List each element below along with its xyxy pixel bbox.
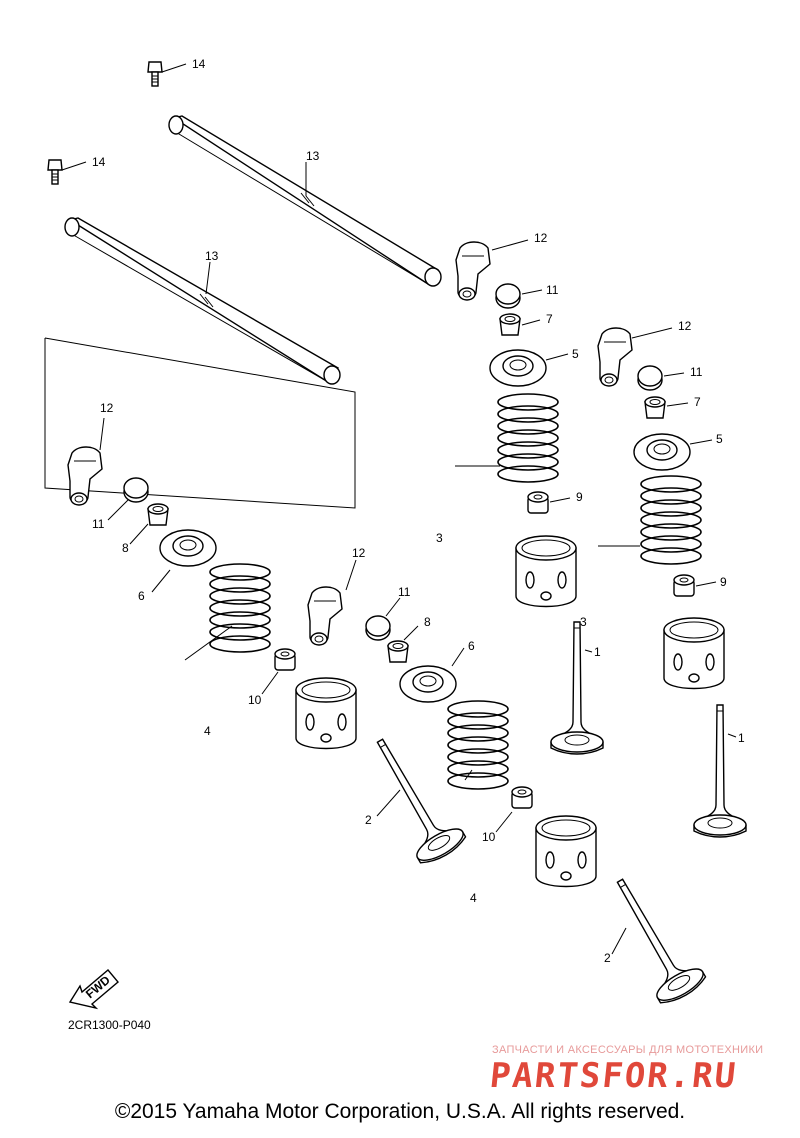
label-12-a: 12 xyxy=(534,231,548,245)
label-13-upper: 13 xyxy=(306,149,320,163)
watermark-tagline: ЗАПЧАСТИ И АКСЕССУАРЫ ДЛЯ МОТОТЕХНИКИ xyxy=(492,1044,764,1056)
diagram-code: 2CR1300-P040 xyxy=(68,1018,151,1032)
exhaust-valve-2 xyxy=(596,867,710,1009)
fwd-arrow-icon: FWD xyxy=(68,969,119,1010)
label-14-lower: 14 xyxy=(92,155,106,169)
label-11-b: 11 xyxy=(690,365,703,379)
valve-cotter-3 xyxy=(147,503,169,526)
label-10-b: 10 xyxy=(482,830,496,844)
label-5-a: 5 xyxy=(572,347,579,361)
label-11-c: 11 xyxy=(92,517,105,531)
camshaft-lower xyxy=(64,217,341,385)
label-7-a: 7 xyxy=(546,312,553,326)
valve-cotter-4 xyxy=(387,640,409,663)
label-9-b: 9 xyxy=(720,575,727,589)
label-10-a: 10 xyxy=(248,693,262,707)
camshaft-upper xyxy=(168,115,442,287)
watermark-logo: PARTSFOR.RU xyxy=(487,1056,740,1096)
label-7-b: 7 xyxy=(694,395,701,409)
label-12-d: 12 xyxy=(352,546,366,560)
rocker-arm-4 xyxy=(307,586,343,646)
label-5-b: 5 xyxy=(716,432,723,446)
copyright-footer: ©2015 Yamaha Motor Corporation, U.S.A. A… xyxy=(114,1100,686,1123)
shim-2 xyxy=(637,365,663,391)
stem-seal-1 xyxy=(527,491,549,514)
label-1-b: 1 xyxy=(738,731,745,745)
camshaft-bolt-upper xyxy=(147,61,163,87)
valve-lifter-3 xyxy=(295,677,357,750)
valve-lifter-2 xyxy=(663,617,725,690)
valve-spring-4 xyxy=(447,700,509,790)
label-12-b: 12 xyxy=(678,319,692,333)
valve-spring-2 xyxy=(640,475,702,565)
label-6-b: 6 xyxy=(468,639,475,653)
label-2-a: 2 xyxy=(365,813,372,827)
spring-retainer-4 xyxy=(399,665,457,703)
spring-retainer-1 xyxy=(489,349,547,387)
intake-valve-1 xyxy=(550,621,604,755)
valve-cotter-2 xyxy=(644,396,666,419)
label-11-d: 11 xyxy=(398,585,411,599)
shim-1 xyxy=(495,283,521,309)
valve-spring-1 xyxy=(497,393,559,483)
stem-seal-3 xyxy=(274,648,296,671)
stem-seal-2 xyxy=(673,574,695,597)
rocker-arm-3 xyxy=(67,446,103,506)
label-4-a: 4 xyxy=(204,724,211,738)
spring-retainer-3 xyxy=(159,529,217,567)
label-6-a: 6 xyxy=(138,589,145,603)
label-2-b: 2 xyxy=(604,951,611,965)
label-8-a: 8 xyxy=(122,541,129,555)
label-12-c: 12 xyxy=(100,401,114,415)
spring-retainer-2 xyxy=(633,433,691,471)
stem-seal-4 xyxy=(511,786,533,809)
label-3-b: 3 xyxy=(580,615,587,629)
valve-lifter-1 xyxy=(515,535,577,608)
label-8-b: 8 xyxy=(424,615,431,629)
label-3-a: 3 xyxy=(436,531,443,545)
shim-3 xyxy=(123,477,149,503)
valve-cotter-1 xyxy=(499,313,521,336)
shim-4 xyxy=(365,615,391,641)
label-9-a: 9 xyxy=(576,490,583,504)
valve-spring-3 xyxy=(209,563,271,653)
intake-valve-2 xyxy=(693,704,747,838)
label-14-upper: 14 xyxy=(192,57,206,71)
label-11-a: 11 xyxy=(546,283,559,297)
camshaft-bolt-lower xyxy=(47,159,63,185)
rocker-arm-1 xyxy=(455,241,491,301)
rocker-arm-2 xyxy=(597,327,633,387)
leader-lines xyxy=(61,63,737,955)
label-13-lower: 13 xyxy=(205,249,219,263)
reference-frame xyxy=(44,337,640,781)
valve-lifter-4 xyxy=(535,815,597,888)
label-4-b: 4 xyxy=(470,891,477,905)
label-1-a: 1 xyxy=(594,645,601,659)
